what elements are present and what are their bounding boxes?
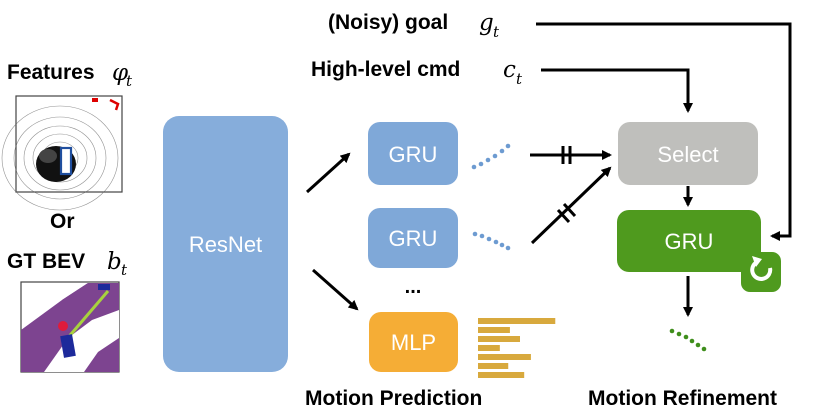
- motion-prediction-label: Motion Prediction: [305, 387, 482, 410]
- gt-bev-symbol: b: [107, 249, 122, 275]
- features-subscript: t: [126, 72, 133, 90]
- refined-trajectory-dots: [669, 328, 707, 352]
- arrow-resnet-to-gru: [305, 152, 351, 194]
- mlp-box: [369, 312, 458, 372]
- mlp-bar: [478, 318, 556, 324]
- gru-2-trajectory-dots: [472, 231, 511, 251]
- features-symbol: φ: [112, 60, 129, 86]
- or-label: Or: [50, 210, 75, 233]
- goal-subscript: t: [493, 23, 500, 41]
- arrow-goal-to-gru: [536, 22, 792, 241]
- resnet-block: [163, 116, 288, 372]
- recurrent-loop-icon: [741, 252, 781, 292]
- mlp-output-bars: [478, 318, 556, 378]
- gt-bev-subscript: t: [121, 261, 128, 279]
- mlp-label: MLP: [391, 330, 436, 355]
- cmd-subscript: t: [516, 70, 523, 88]
- goal-symbol: g: [479, 10, 494, 36]
- refinement-gru-box: [617, 210, 761, 272]
- gt-bev-thumbnail: [20, 281, 120, 373]
- features-thumbnail: [1, 95, 123, 211]
- mlp-bar: [478, 327, 510, 333]
- prediction-gru-1-label: GRU: [389, 142, 438, 167]
- prediction-gru-box-1: [368, 122, 458, 185]
- mlp-bar: [478, 354, 531, 360]
- mlp-bar: [478, 372, 525, 378]
- features-label: Features: [7, 61, 95, 84]
- arrow-cmd-to-select: [541, 68, 693, 113]
- prediction-gru-box-2: [368, 208, 458, 268]
- cmd-symbol: c: [503, 57, 516, 83]
- arrow-resnet-to-mlp: [312, 268, 359, 311]
- resnet-label: ResNet: [189, 232, 262, 257]
- prediction-gru-2-label: GRU: [389, 226, 438, 251]
- motion-refinement-label: Motion Refinement: [588, 387, 777, 410]
- gru-1-trajectory-dots: [471, 143, 511, 170]
- cmd-label: High-level cmd: [311, 58, 460, 81]
- select-box: [618, 122, 758, 185]
- goal-label: (Noisy) goal: [328, 11, 448, 34]
- gt-bev-label: GT BEV: [7, 250, 85, 273]
- mlp-bar: [478, 345, 500, 351]
- mlp-bar: [478, 363, 509, 369]
- select-label: Select: [657, 142, 718, 167]
- prediction-ellipsis: ...: [405, 276, 422, 298]
- mlp-bar: [478, 336, 520, 342]
- refinement-gru-label: GRU: [665, 229, 714, 254]
- stop-gradient-arrow-1: [530, 146, 612, 164]
- stop-gradient-arrow-2: [530, 166, 612, 245]
